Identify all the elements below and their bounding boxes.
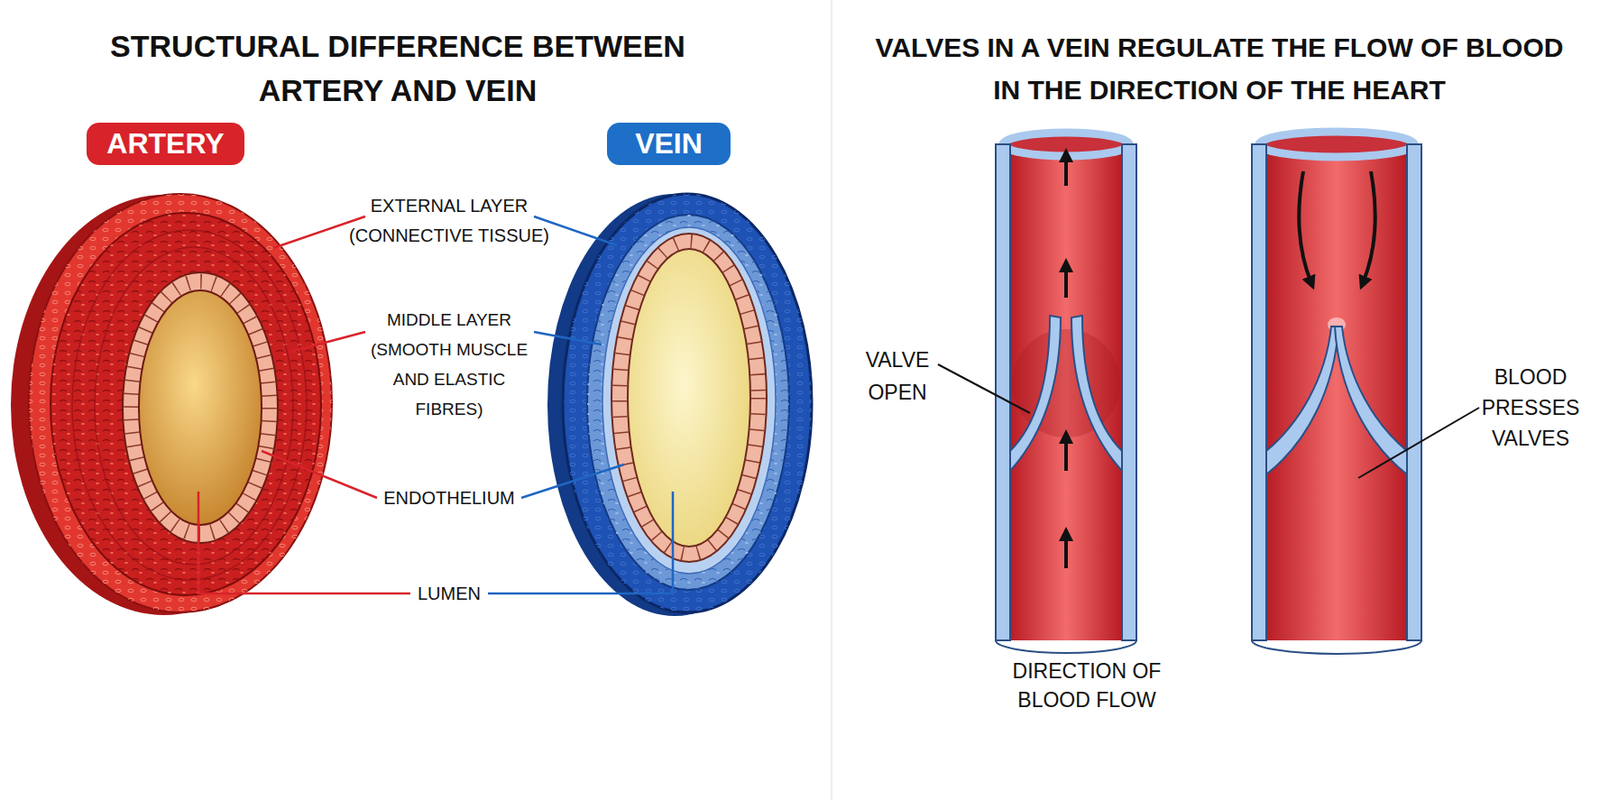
panel-title: VALVES IN A VEIN REGULATE THE FLOW OF BL… — [863, 26, 1576, 111]
valve-flap — [1071, 315, 1122, 471]
pill-text: ARTERY — [106, 127, 224, 161]
vein-rim — [1251, 640, 1422, 654]
vein-wall — [1406, 144, 1422, 641]
vein-external-layer — [562, 193, 812, 613]
artery-endothelium — [122, 272, 278, 543]
vein-rim — [995, 640, 1137, 653]
vein-middle-layer — [587, 214, 790, 590]
artery-middle-texture — [50, 212, 322, 596]
label-pill: ARTERY — [86, 122, 245, 166]
flow-arrow — [1064, 436, 1068, 471]
leader-line — [261, 450, 378, 498]
backflow-arrow — [1298, 171, 1312, 284]
artery-lumen — [138, 290, 262, 525]
leader-line — [1358, 407, 1480, 479]
vein-wall — [1251, 144, 1267, 641]
leader-line — [533, 331, 602, 345]
valve-flap — [1266, 326, 1339, 475]
layer-label: ENDOTHELIUM — [358, 485, 540, 511]
vein-interior — [1266, 144, 1407, 641]
artery-external-texture — [28, 193, 332, 613]
backflow-arrow — [1362, 171, 1376, 284]
vein-wall — [1121, 144, 1137, 641]
layer-label: MIDDLE LAYER (SMOOTH MUSCLE AND ELASTIC … — [360, 304, 538, 424]
vein-middle-texture — [587, 214, 790, 590]
flow-arrow — [1064, 533, 1068, 569]
flow-arrow — [1064, 155, 1068, 186]
valve-flap — [1334, 326, 1407, 475]
label-pill: VEIN — [606, 122, 731, 166]
panel-divider — [830, 0, 833, 800]
leader-line — [290, 331, 366, 352]
layer-label: EXTERNAL LAYER (CONNECTIVE TISSUE) — [327, 191, 571, 251]
vein-opening — [1002, 132, 1130, 157]
leader-line — [521, 464, 625, 498]
artery-fibre-ring — [72, 229, 307, 580]
leader-line — [937, 364, 1030, 414]
pill-text: VEIN — [634, 127, 703, 161]
callout-label: VALVE OPEN — [847, 343, 948, 409]
valve-sinus — [1011, 329, 1121, 438]
endothelium-cells — [130, 281, 270, 534]
vein-opening — [1259, 131, 1415, 157]
callout-label: BLOOD PRESSES VALVES — [1476, 361, 1585, 454]
valve-flap — [1010, 315, 1061, 471]
layer-label: LUMEN — [358, 580, 540, 607]
endothelium-cells — [619, 241, 759, 554]
artery-middle-layer — [50, 212, 322, 596]
vein-wall — [995, 144, 1011, 641]
vein-inner-layer — [602, 227, 776, 574]
vein-interior — [1010, 144, 1122, 641]
vein-external-texture — [562, 193, 812, 613]
leader-line — [198, 491, 411, 594]
vein-lumen — [627, 248, 751, 547]
vein-endothelium — [611, 233, 767, 562]
leader-line — [487, 491, 673, 594]
artery-external-layer — [28, 193, 332, 613]
caption-label: DIRECTION OF BLOOD FLOW — [996, 656, 1178, 715]
artery-fibre-ring — [94, 247, 294, 565]
diagram-title: STRUCTURAL DIFFERENCE BETWEEN ARTERY AND… — [82, 24, 714, 113]
flow-arrow — [1064, 265, 1068, 298]
